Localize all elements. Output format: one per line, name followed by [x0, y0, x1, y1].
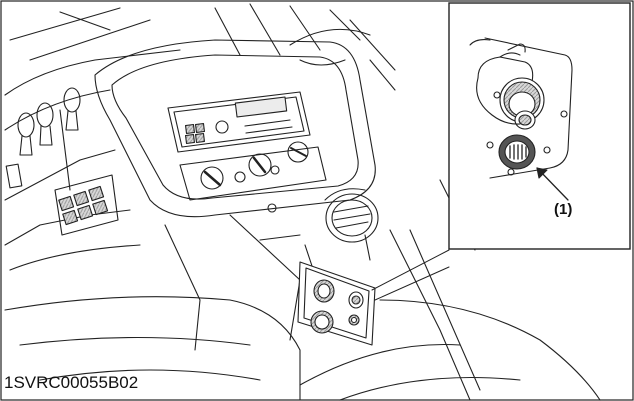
figure-code: 1SVRC00055B02: [4, 373, 139, 392]
radio-unit: [167, 91, 311, 153]
left-switch-icon: [17, 112, 35, 138]
callout-label: (1): [554, 201, 572, 218]
cab-interior: [4, 3, 601, 401]
fan-knob-icon: [200, 166, 224, 190]
temp-knob-icon: [248, 153, 272, 177]
detail-inset: (1): [448, 2, 631, 250]
round-vent-icon: [325, 193, 379, 243]
radio-knob-icon: [215, 120, 229, 134]
climate-panel: [179, 146, 327, 201]
console-housing: [94, 39, 376, 218]
mode-knob-icon: [287, 141, 309, 163]
left-button-cluster: [58, 185, 109, 226]
socket-cap-icon: [477, 56, 534, 83]
